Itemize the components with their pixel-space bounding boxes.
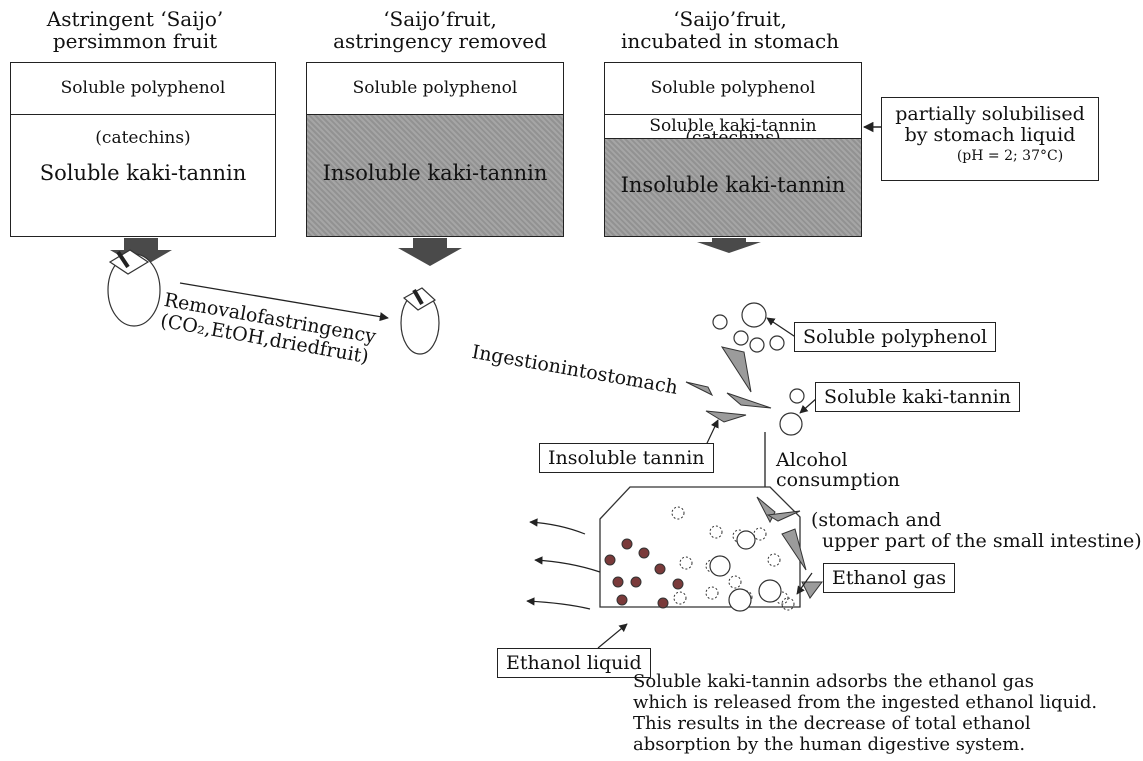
label-ethanol-liquid: Ethanol liquid	[497, 648, 651, 678]
note-line: (pH = 2; 37°C)	[956, 148, 1064, 164]
label-soluble-polyphenol: Soluble polyphenol	[794, 322, 997, 352]
ethanol-liquid-dots	[604, 538, 684, 609]
band-soluble-kaki-tannin: Soluble kaki-tannin	[605, 115, 861, 139]
header-line: persimmon fruit	[52, 29, 218, 53]
header-line: incubated in stomach	[620, 29, 840, 53]
band-soluble-polyphenol: Soluble polyphenol (catechins)	[11, 63, 275, 148]
insoluble-tannin-fragments	[685, 346, 772, 423]
down-block-arrow	[110, 238, 172, 268]
fruit-box-astringency-removed: Soluble polyphenol (catechins) Insoluble…	[306, 62, 564, 237]
band-soluble-kaki-tannin: Soluble kaki-tannin	[39, 161, 247, 185]
caption-line: This results in the decrease of total et…	[633, 713, 1031, 734]
pointer-line	[597, 623, 628, 649]
header-line: Astringent ‘Saijo’	[46, 7, 224, 31]
absorption-arrow	[529, 518, 586, 535]
pointer-line	[799, 397, 818, 414]
down-block-arrow	[398, 238, 462, 266]
pointer-line	[796, 572, 813, 595]
band-insoluble-kaki-tannin: Insoluble kaki-tannin	[307, 115, 563, 236]
location-line: upper part of the small intestine)	[822, 530, 1142, 552]
stomach-container	[599, 486, 801, 608]
label-soluble-kaki-tannin: Soluble kaki-tannin	[815, 382, 1020, 412]
soluble-polyphenol-circles	[712, 302, 785, 353]
alcohol-line: consumption	[776, 469, 900, 491]
tannin-adsorbing-circles	[709, 530, 782, 612]
removal-arrow	[179, 282, 389, 322]
header-line: astringency removed	[333, 29, 547, 53]
absorption-arrow	[526, 597, 591, 610]
label-insoluble-tannin: Insoluble tannin	[539, 443, 714, 473]
stomach-liquid-note: partially solubilised by stomach liquid …	[881, 97, 1099, 181]
pointer-line	[766, 317, 798, 339]
header-line: ‘Saijo’fruit,	[383, 7, 497, 31]
note-line: by stomach liquid	[904, 124, 1076, 146]
header-line: ‘Saijo’fruit,	[673, 7, 787, 31]
header-astringent: Astringent ‘Saijo’ persimmon fruit	[10, 8, 260, 52]
fruit-box-astringent: Soluble polyphenol (catechins) Soluble k…	[10, 62, 276, 237]
insoluble-tannin-fragments	[756, 496, 823, 599]
header-astringency-removed: ‘Saijo’fruit, astringency removed	[310, 8, 570, 52]
label-ethanol-gas: Ethanol gas	[823, 563, 956, 593]
absorption-arrow	[534, 556, 601, 573]
caption: Soluble kaki-tannin adsorbs the ethanol …	[633, 671, 1097, 755]
down-block-arrow	[697, 238, 761, 253]
caption-line: absorption by the human digestive system…	[633, 734, 1026, 755]
alcohol-line: Alcohol	[776, 449, 848, 471]
persimmon-icon	[400, 287, 440, 355]
persimmon-icon	[107, 249, 161, 327]
caption-line: which is released from the ingested etha…	[633, 692, 1098, 713]
soluble-kaki-tannin-circles	[779, 388, 805, 436]
location-line: (stomach and	[811, 509, 942, 531]
header-incubated: ‘Saijo’fruit, incubated in stomach	[600, 8, 860, 52]
location-label: (stomach and upper part of the small int…	[811, 510, 1142, 552]
note-line: partially solubilised	[895, 103, 1085, 125]
fruit-box-incubated: Soluble polyphenol (catechins) Soluble k…	[604, 62, 862, 237]
alcohol-consumption-label: Alcohol consumption	[776, 450, 900, 490]
band-insoluble-kaki-tannin: Insoluble kaki-tannin	[605, 139, 861, 236]
caption-line: Soluble kaki-tannin adsorbs the ethanol …	[633, 671, 1035, 692]
